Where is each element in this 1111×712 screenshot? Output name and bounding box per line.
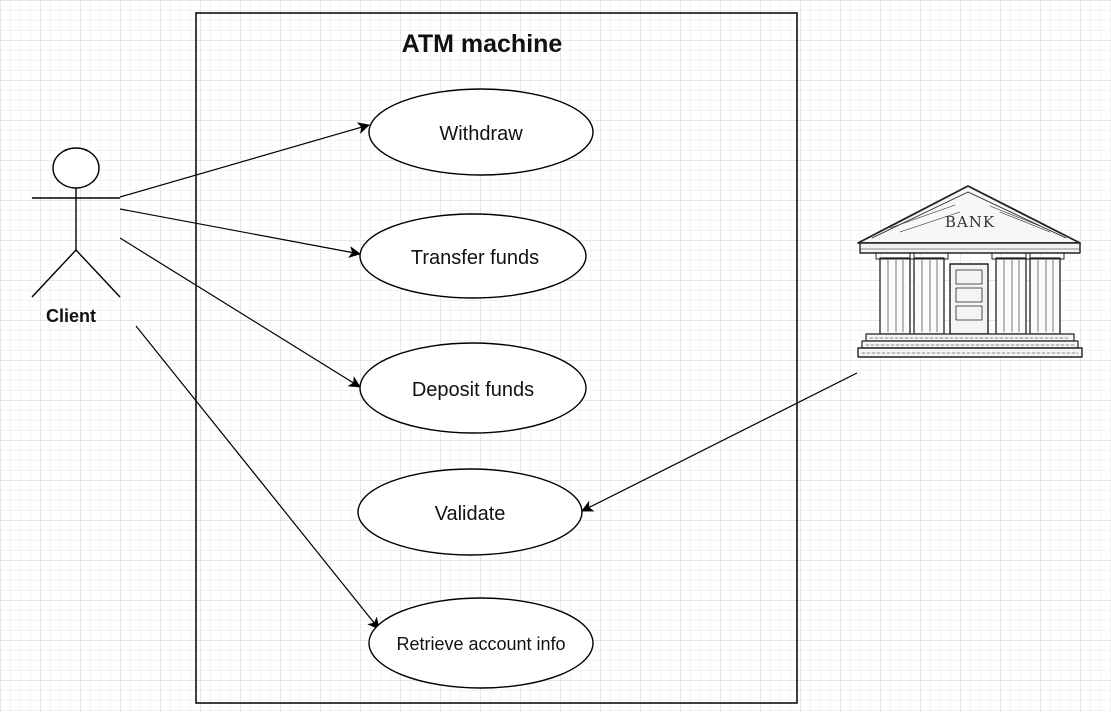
bank-label: BANK: [945, 213, 995, 231]
use-case-label: Deposit funds: [412, 379, 534, 401]
client-actor[interactable]: Client: [31, 147, 121, 326]
associations: [119, 122, 858, 630]
association-client-retrieve[interactable]: [135, 325, 380, 630]
use-case-withdraw[interactable]: Withdraw: [368, 88, 594, 176]
bank-building-icon: [857, 185, 1083, 358]
association-client-transfer[interactable]: [119, 208, 361, 258]
client-label: Client: [46, 306, 96, 326]
bank-actor[interactable]: BANK: [857, 185, 1083, 358]
use-case-retrieve[interactable]: Retrieve account info: [368, 597, 594, 689]
use-case-transfer[interactable]: Transfer funds: [359, 213, 587, 299]
system-boundary[interactable]: ATM machine: [195, 12, 798, 704]
use-case-ellipse: [359, 213, 587, 299]
use-case-label: Transfer funds: [411, 247, 539, 269]
use-case-validate[interactable]: Validate: [357, 468, 583, 556]
use-case-label: Validate: [435, 503, 506, 525]
use-case-ellipse: [368, 597, 594, 689]
use-case-label: Retrieve account info: [396, 634, 565, 654]
association-bank-validate[interactable]: [581, 372, 858, 512]
use-case-ellipse: [368, 88, 594, 176]
system-boundary-rect: [195, 12, 798, 704]
association-client-withdraw[interactable]: [119, 122, 370, 198]
stick-figure-icon: [31, 147, 121, 298]
association-client-deposit[interactable]: [119, 237, 361, 388]
use-case-ellipse: [359, 342, 587, 434]
system-title: ATM machine: [402, 30, 563, 58]
use-case-label: Withdraw: [439, 123, 523, 145]
use-case-deposit[interactable]: Deposit funds: [359, 342, 587, 434]
use-case-ellipse: [357, 468, 583, 556]
